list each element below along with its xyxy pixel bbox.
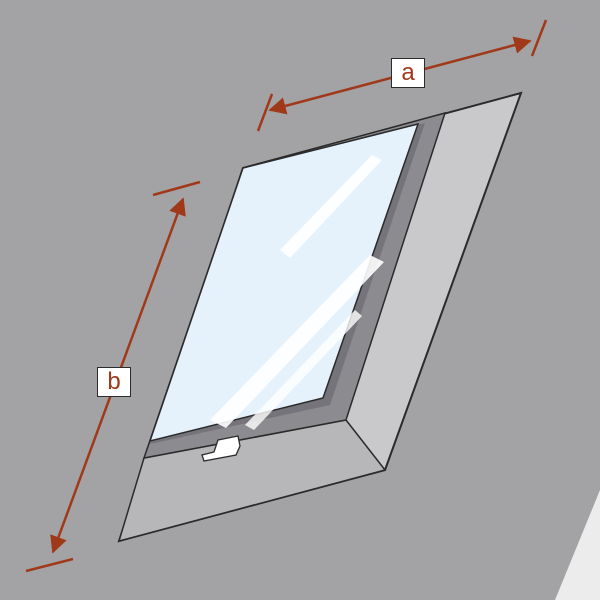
glass-reflection-3 xyxy=(245,310,362,430)
glass-reflection-2 xyxy=(210,255,384,428)
dimension-a-label: a xyxy=(391,58,425,88)
dimension-b-label: b xyxy=(97,367,131,397)
window-handle-icon xyxy=(201,435,241,462)
dimension-b-tick-top xyxy=(152,180,201,197)
dimension-a-tick-right xyxy=(530,19,548,57)
dimension-b-tick-bottom xyxy=(25,557,74,573)
wall-corner-light xyxy=(555,490,600,600)
glass-reflection-1 xyxy=(280,155,382,258)
